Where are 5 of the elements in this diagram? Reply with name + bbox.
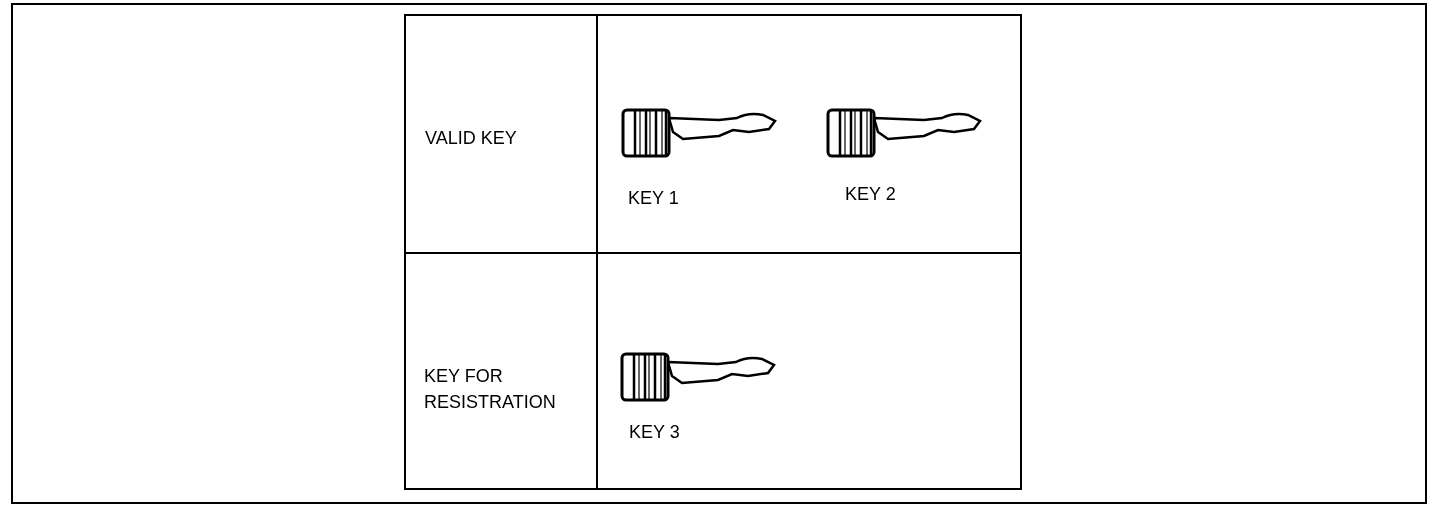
key-label: KEY 2	[845, 183, 897, 206]
key-label: KEY 1	[628, 187, 680, 210]
key-label: KEY 3	[629, 421, 681, 444]
row-header: VALID KEY	[425, 127, 518, 150]
row-header: KEY FOR RESISTRATION	[424, 365, 557, 414]
